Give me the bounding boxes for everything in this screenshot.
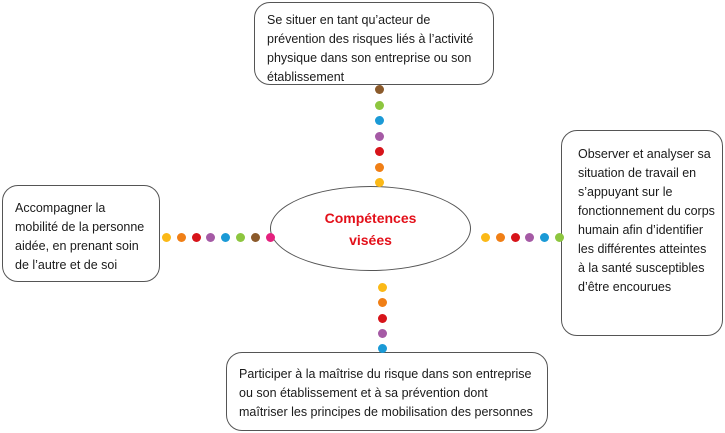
competence-box-bottom: Participer à la maîtrise du risque dans … <box>226 352 548 431</box>
connector-dot-right <box>525 233 535 242</box>
competence-box-right: Observer et analyser sa situation de tra… <box>561 130 723 336</box>
connector-dot-top <box>375 100 384 110</box>
connector-dot-top <box>375 147 384 156</box>
connector-dot-bottom <box>378 298 387 308</box>
competence-text-right: Observer et analyser sa situation de tra… <box>578 147 715 294</box>
connector-dot-right <box>481 233 490 242</box>
connector-dot-top <box>375 178 384 187</box>
connector-dot-bottom <box>378 344 387 354</box>
connector-dot-bottom <box>378 313 387 323</box>
connector-dot-bottom <box>378 328 387 338</box>
connector-dot-left <box>176 233 186 242</box>
competence-text-bottom: Participer à la maîtrise du risque dans … <box>239 367 533 419</box>
connector-dot-top <box>375 162 384 172</box>
competence-box-left: Accompagner la mobilité de la personne a… <box>2 185 160 282</box>
competence-text-left: Accompagner la mobilité de la personne a… <box>15 201 145 272</box>
connector-dot-left <box>250 233 260 242</box>
connector-dot-left <box>236 233 245 242</box>
center-title: Compétences visées <box>324 209 417 248</box>
competence-text-top: Se situer en tant qu’acteur de préventio… <box>267 13 474 84</box>
connector-dot-right <box>555 233 564 242</box>
connector-dot-right <box>540 233 550 242</box>
connector-dot-left <box>191 233 201 242</box>
connector-dot-top <box>375 85 384 94</box>
connector-dot-right <box>510 233 520 242</box>
connector-dot-left <box>206 233 216 242</box>
connector-dot-left <box>265 233 275 242</box>
connector-dot-left <box>221 233 231 242</box>
connector-dot-right <box>495 233 505 242</box>
competence-box-top: Se situer en tant qu’acteur de préventio… <box>254 2 494 85</box>
connector-dot-bottom <box>378 283 387 292</box>
center-ellipse: Compétences visées <box>270 186 471 271</box>
connector-dot-top <box>375 116 384 125</box>
connector-dot-left <box>162 233 171 242</box>
connector-dot-top <box>375 131 384 141</box>
